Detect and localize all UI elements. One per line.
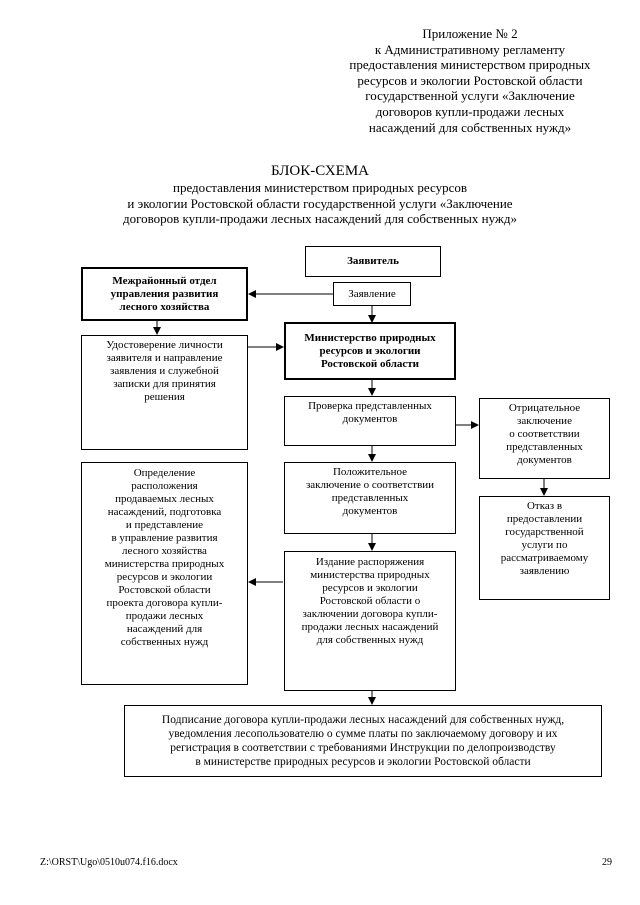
- box-application: Заявление: [333, 282, 411, 306]
- box-positive-conclusion: Положительное заключение о соответствии …: [284, 462, 456, 534]
- box-ministry: Министерство природных ресурсов и эколог…: [284, 322, 456, 380]
- appendix-note: Приложение № 2 к Административному регла…: [349, 26, 591, 135]
- box-contract-signing: Подписание договора купли-продажи лесных…: [124, 705, 602, 777]
- footer-file-path: Z:\ORST\Ugo\0510u074.f16.docx: [40, 857, 178, 868]
- box-interdistrict-department: Межрайонный отдел управления развития ле…: [81, 267, 248, 321]
- box-applicant: Заявитель: [305, 246, 441, 277]
- diagram-heading: БЛОК-СХЕМА: [270, 163, 370, 179]
- box-order-issuance: Издание распоряжения министерства природ…: [284, 551, 456, 691]
- box-service-refusal: Отказ в предоставлении государственной у…: [479, 496, 610, 600]
- diagram-subtitle: предоставления министерством природных р…: [122, 180, 518, 226]
- box-document-check: Проверка представленных документов: [284, 396, 456, 446]
- box-negative-conclusion: Отрицательное заключение о соответствии …: [479, 398, 610, 479]
- footer-page-number: 29: [602, 857, 612, 868]
- box-location-determination: Определение расположения продаваемых лес…: [81, 462, 248, 685]
- box-identity-verification: Удостоверение личности заявителя и напра…: [81, 335, 248, 450]
